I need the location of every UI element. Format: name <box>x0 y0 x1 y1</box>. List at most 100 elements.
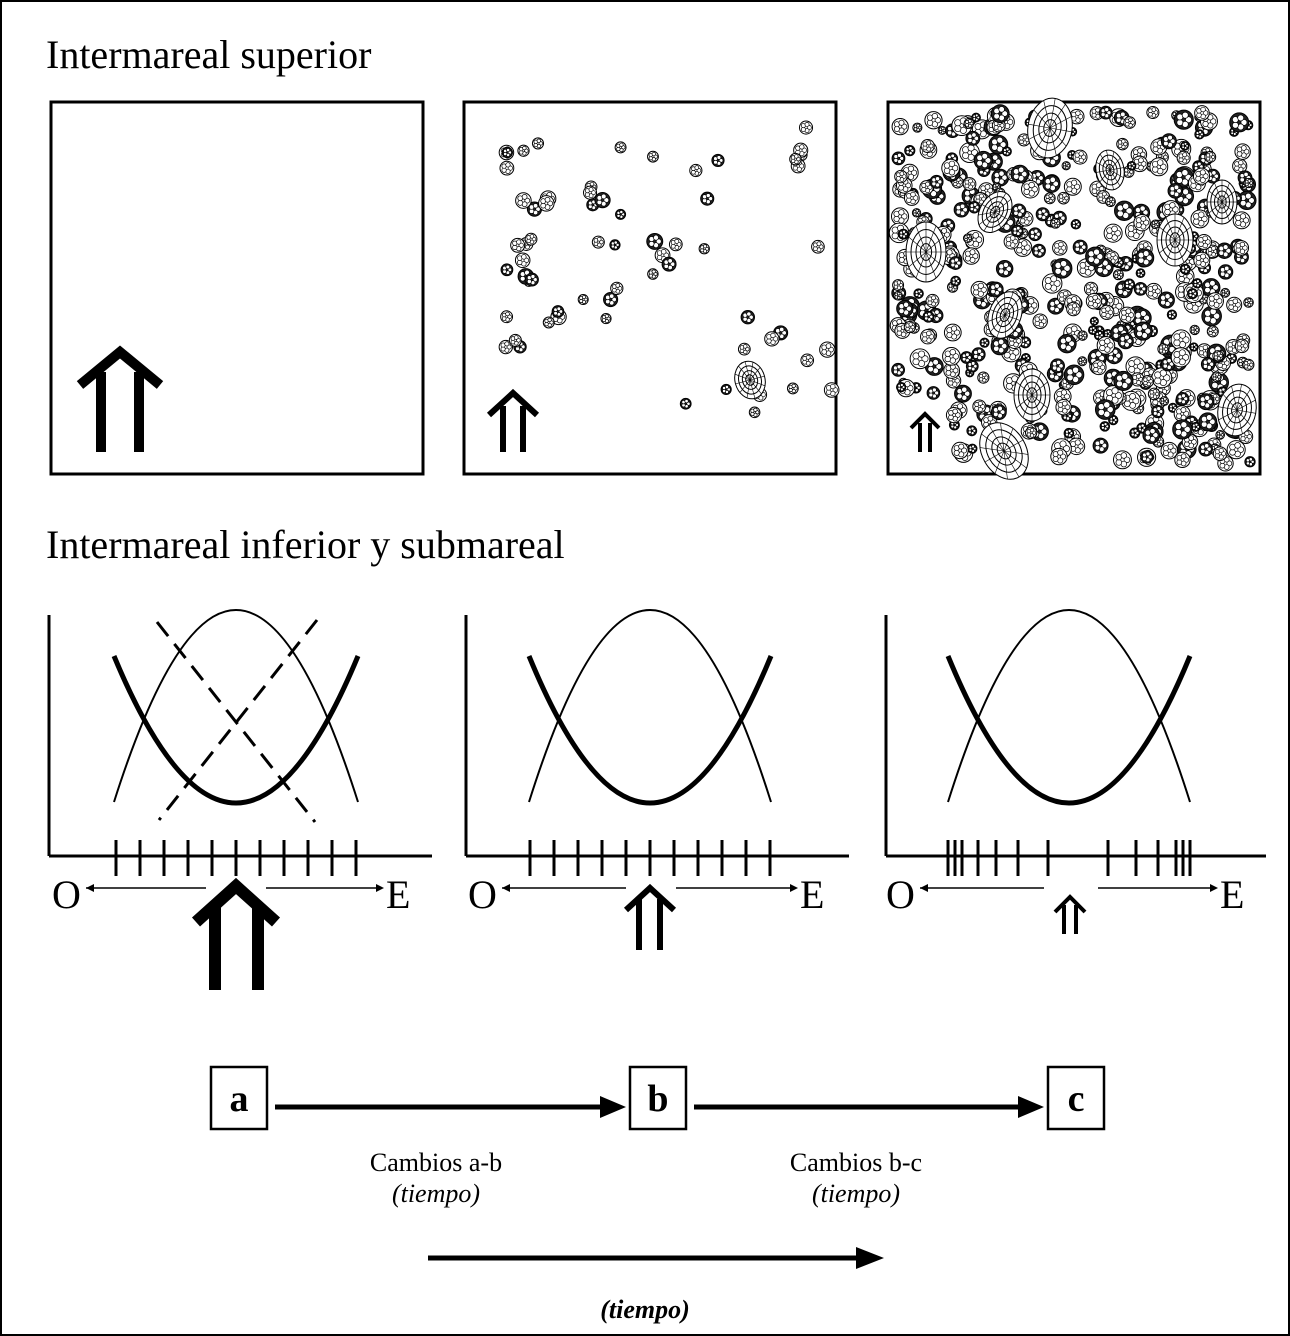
axis-west-label: O <box>468 872 497 917</box>
cluster-icon <box>689 163 703 178</box>
cluster-icon <box>919 180 934 195</box>
stage-b: b <box>628 1065 688 1131</box>
dashed-line <box>155 621 317 823</box>
cluster-icon <box>508 333 522 347</box>
cluster-icon <box>1204 151 1217 163</box>
stage-c: c <box>1046 1065 1106 1131</box>
cluster-icon <box>1003 233 1020 250</box>
change-b-c-sub: (tiempo) <box>812 1179 900 1208</box>
cluster-icon <box>1083 281 1099 296</box>
cluster-icon <box>798 120 814 135</box>
cluster-icon <box>1112 269 1124 281</box>
cluster-icon <box>1242 358 1255 371</box>
cluster-icon <box>1160 133 1177 150</box>
cluster-icon <box>1205 244 1220 259</box>
cluster-icon <box>647 268 659 280</box>
cluster-icon <box>995 260 1014 278</box>
double-arrow-icon <box>191 877 281 990</box>
oval-shell-icon <box>979 422 1029 480</box>
cluster-icon <box>1212 446 1228 462</box>
thick-curve <box>945 655 1193 806</box>
cluster-icon <box>1180 141 1190 151</box>
tick-marks <box>946 840 1192 876</box>
cluster-icon <box>1092 437 1109 454</box>
cluster-icon <box>698 243 710 255</box>
cluster-icon <box>1099 421 1111 432</box>
cluster-icon <box>1125 356 1146 377</box>
cluster-icon <box>903 321 916 334</box>
cluster-icon <box>1135 248 1155 268</box>
cluster-icon <box>1072 239 1088 255</box>
cluster-icon <box>891 362 906 377</box>
cluster-icon <box>979 337 990 348</box>
cluster-icon <box>990 404 1007 421</box>
cluster-icon <box>1011 203 1027 219</box>
cluster-icon <box>891 151 906 166</box>
cluster-icon <box>1052 240 1068 256</box>
cluster-icon <box>962 247 980 265</box>
cluster-icon <box>893 290 903 301</box>
cluster-icon <box>1196 233 1212 250</box>
cluster-icon <box>891 117 909 136</box>
stage-b-label: b <box>647 1078 668 1120</box>
cluster-icon <box>1201 305 1222 327</box>
cluster-icon <box>748 406 761 419</box>
cluster-icon <box>971 112 981 123</box>
oval-shell-icon <box>1156 213 1194 267</box>
cluster-icon <box>1215 430 1226 440</box>
thick-curve <box>526 655 774 806</box>
cluster-icon <box>531 137 545 150</box>
cluster-icon <box>1166 309 1178 320</box>
cluster-icon <box>951 441 969 460</box>
cluster-icon <box>1142 426 1161 444</box>
cluster-icon <box>1232 158 1248 174</box>
cluster-icon <box>922 310 935 323</box>
cluster-icon <box>600 313 612 325</box>
cluster-icon <box>1175 391 1190 406</box>
cluster-icon <box>1243 177 1254 189</box>
cluster-icon <box>1190 421 1201 432</box>
oval-shell-icon <box>1013 368 1051 422</box>
cluster-icon <box>1176 150 1191 165</box>
cluster-icon <box>924 111 943 130</box>
cluster-icon <box>1226 296 1243 313</box>
cluster-icon <box>977 371 990 384</box>
cluster-icon <box>1113 370 1134 391</box>
cluster-icon <box>1051 257 1073 279</box>
cluster-icon <box>1198 412 1218 432</box>
cluster-icon <box>1085 293 1103 310</box>
oval-shell-icon <box>987 291 1023 339</box>
cluster-icon <box>1174 451 1191 469</box>
cluster-icon <box>1072 149 1088 165</box>
cluster-icon <box>1135 268 1146 279</box>
stage-a: a <box>209 1065 269 1131</box>
cluster-icon <box>1057 334 1077 354</box>
cluster-icon <box>1063 427 1075 439</box>
cluster-icon <box>1244 456 1256 468</box>
cluster-icon <box>1043 192 1056 205</box>
cluster-icon <box>1237 190 1257 211</box>
cluster-icon <box>990 336 1009 356</box>
cluster-icon <box>786 382 799 395</box>
cluster-icon <box>1194 129 1205 140</box>
change-a-b-label: Cambios a-b <box>370 1148 502 1177</box>
cluster-icon <box>968 201 981 214</box>
cluster-icon <box>1129 427 1141 439</box>
cluster-icon <box>1229 112 1250 133</box>
cluster-icon <box>971 347 986 362</box>
cluster-icon <box>1116 137 1129 151</box>
cluster-icon <box>1173 109 1194 130</box>
oval-shell-icon <box>734 360 766 400</box>
cluster-icon <box>1220 287 1231 298</box>
graph-c: O E <box>884 609 1266 934</box>
cluster-icon <box>524 272 539 287</box>
graph-b: O E <box>464 609 849 950</box>
cluster-icon <box>929 174 944 189</box>
cluster-icon <box>1118 306 1136 324</box>
cluster-icon <box>1031 243 1046 258</box>
cluster-icon <box>1179 263 1191 275</box>
cluster-icon <box>515 192 532 209</box>
oval-shell-icon <box>977 191 1013 233</box>
cluster-icon <box>1112 450 1132 470</box>
